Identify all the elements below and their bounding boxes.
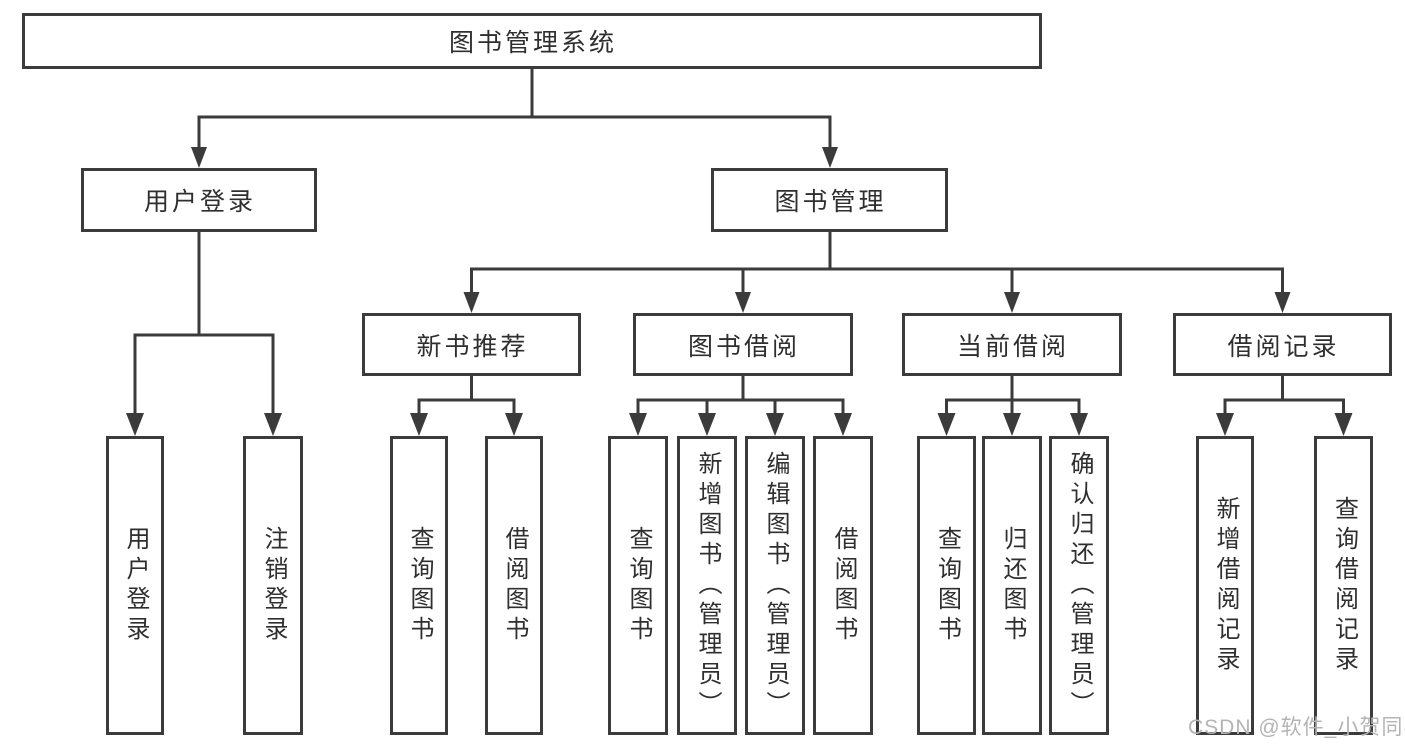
branch-new-book-recommend xyxy=(410,376,523,436)
watermark: CSDN @软件_小贺同学 xyxy=(1188,716,1405,739)
node-label: 新增借阅记录 xyxy=(1212,495,1239,676)
node-current-borrow: 当前借阅 xyxy=(902,313,1122,376)
node-label: 图书管理 xyxy=(774,188,887,216)
node-borrow-records: 借阅记录 xyxy=(1173,313,1392,376)
node-label: 查询图书 xyxy=(933,525,961,646)
leaf-confirm-return-admin: 确认归还（管理员） xyxy=(1049,436,1109,735)
leaf-user-login: 用户登录 xyxy=(106,436,164,735)
node-label: 注销登录 xyxy=(260,525,287,646)
node-label: 当前借阅 xyxy=(956,332,1069,361)
leaf-query-borrow-record: 查询借阅记录 xyxy=(1314,436,1373,735)
node-label: 归还图书 xyxy=(999,525,1026,646)
node-label: 借阅记录 xyxy=(1227,332,1340,361)
leaf-logout: 注销登录 xyxy=(243,436,303,735)
node-label: 用户登录 xyxy=(143,188,256,216)
leaf-add-book-admin: 新增图书（管理员） xyxy=(677,436,737,735)
node-label: 借阅图书 xyxy=(830,525,857,646)
node-user-login: 用户登录 xyxy=(81,168,317,232)
leaf-recommend-query-books: 查询图书 xyxy=(390,436,448,735)
branch-book-management xyxy=(463,232,1291,313)
node-label: 图书管理系统 xyxy=(448,29,617,57)
node-label: 确认归还（管理员） xyxy=(1066,450,1093,721)
node-label: 查询借阅记录 xyxy=(1330,495,1358,676)
leaf-borrow-query-books: 查询图书 xyxy=(608,436,668,735)
node-label: 新增图书（管理员） xyxy=(694,450,721,721)
branch-book-borrow xyxy=(629,376,852,436)
leaf-recommend-borrow-books: 借阅图书 xyxy=(485,436,543,735)
branch-current-borrow xyxy=(937,376,1088,436)
branch-user-login xyxy=(126,232,282,436)
node-book-management: 图书管理 xyxy=(711,168,948,232)
leaf-current-query-books: 查询图书 xyxy=(917,436,976,735)
leaf-return-books: 归还图书 xyxy=(982,436,1042,735)
node-label: 用户登录 xyxy=(122,525,149,646)
node-label: 图书借阅 xyxy=(687,332,800,361)
node-label: 借阅图书 xyxy=(501,525,528,646)
branch-root xyxy=(191,69,838,168)
leaf-edit-book-admin: 编辑图书（管理员） xyxy=(745,436,805,735)
node-label: 查询图书 xyxy=(406,525,433,646)
branch-borrow-records xyxy=(1216,376,1353,436)
node-label: 编辑图书（管理员） xyxy=(762,450,789,721)
node-label: 新书推荐 xyxy=(416,332,529,361)
node-library-system: 图书管理系统 xyxy=(22,13,1042,69)
node-label: 查询图书 xyxy=(625,525,652,646)
node-book-borrow: 图书借阅 xyxy=(633,313,853,376)
node-new-book-recommend: 新书推荐 xyxy=(362,313,581,376)
leaf-add-borrow-record: 新增借阅记录 xyxy=(1196,436,1254,735)
leaf-borrow-books: 借阅图书 xyxy=(813,436,873,735)
